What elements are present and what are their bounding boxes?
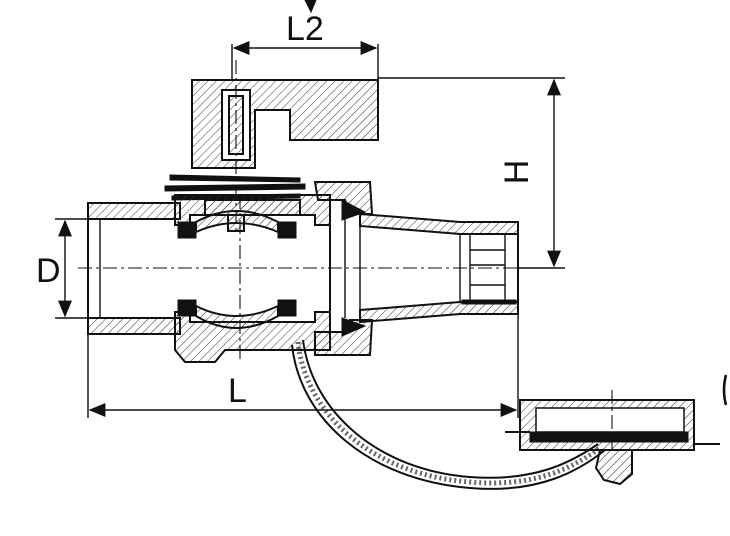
union-nut — [313, 181, 374, 356]
dimension-label-h: H — [498, 160, 536, 185]
dimension-l — [87, 314, 519, 418]
dimension-l2 — [231, 41, 379, 80]
valve-handle — [191, 60, 379, 230]
dimension-label-d: D — [36, 252, 61, 290]
dimension-label-l2: L2 — [286, 10, 324, 48]
dimension-d — [55, 218, 100, 319]
dust-cap — [505, 390, 720, 486]
retaining-cord — [291, 339, 606, 490]
hose-tail — [359, 212, 519, 324]
dimension-h — [378, 77, 565, 269]
right-edge-mark — [722, 374, 728, 406]
top-edge-mark — [304, 0, 317, 14]
valve-body-center — [174, 194, 331, 363]
dimension-label-l: L — [228, 372, 247, 410]
